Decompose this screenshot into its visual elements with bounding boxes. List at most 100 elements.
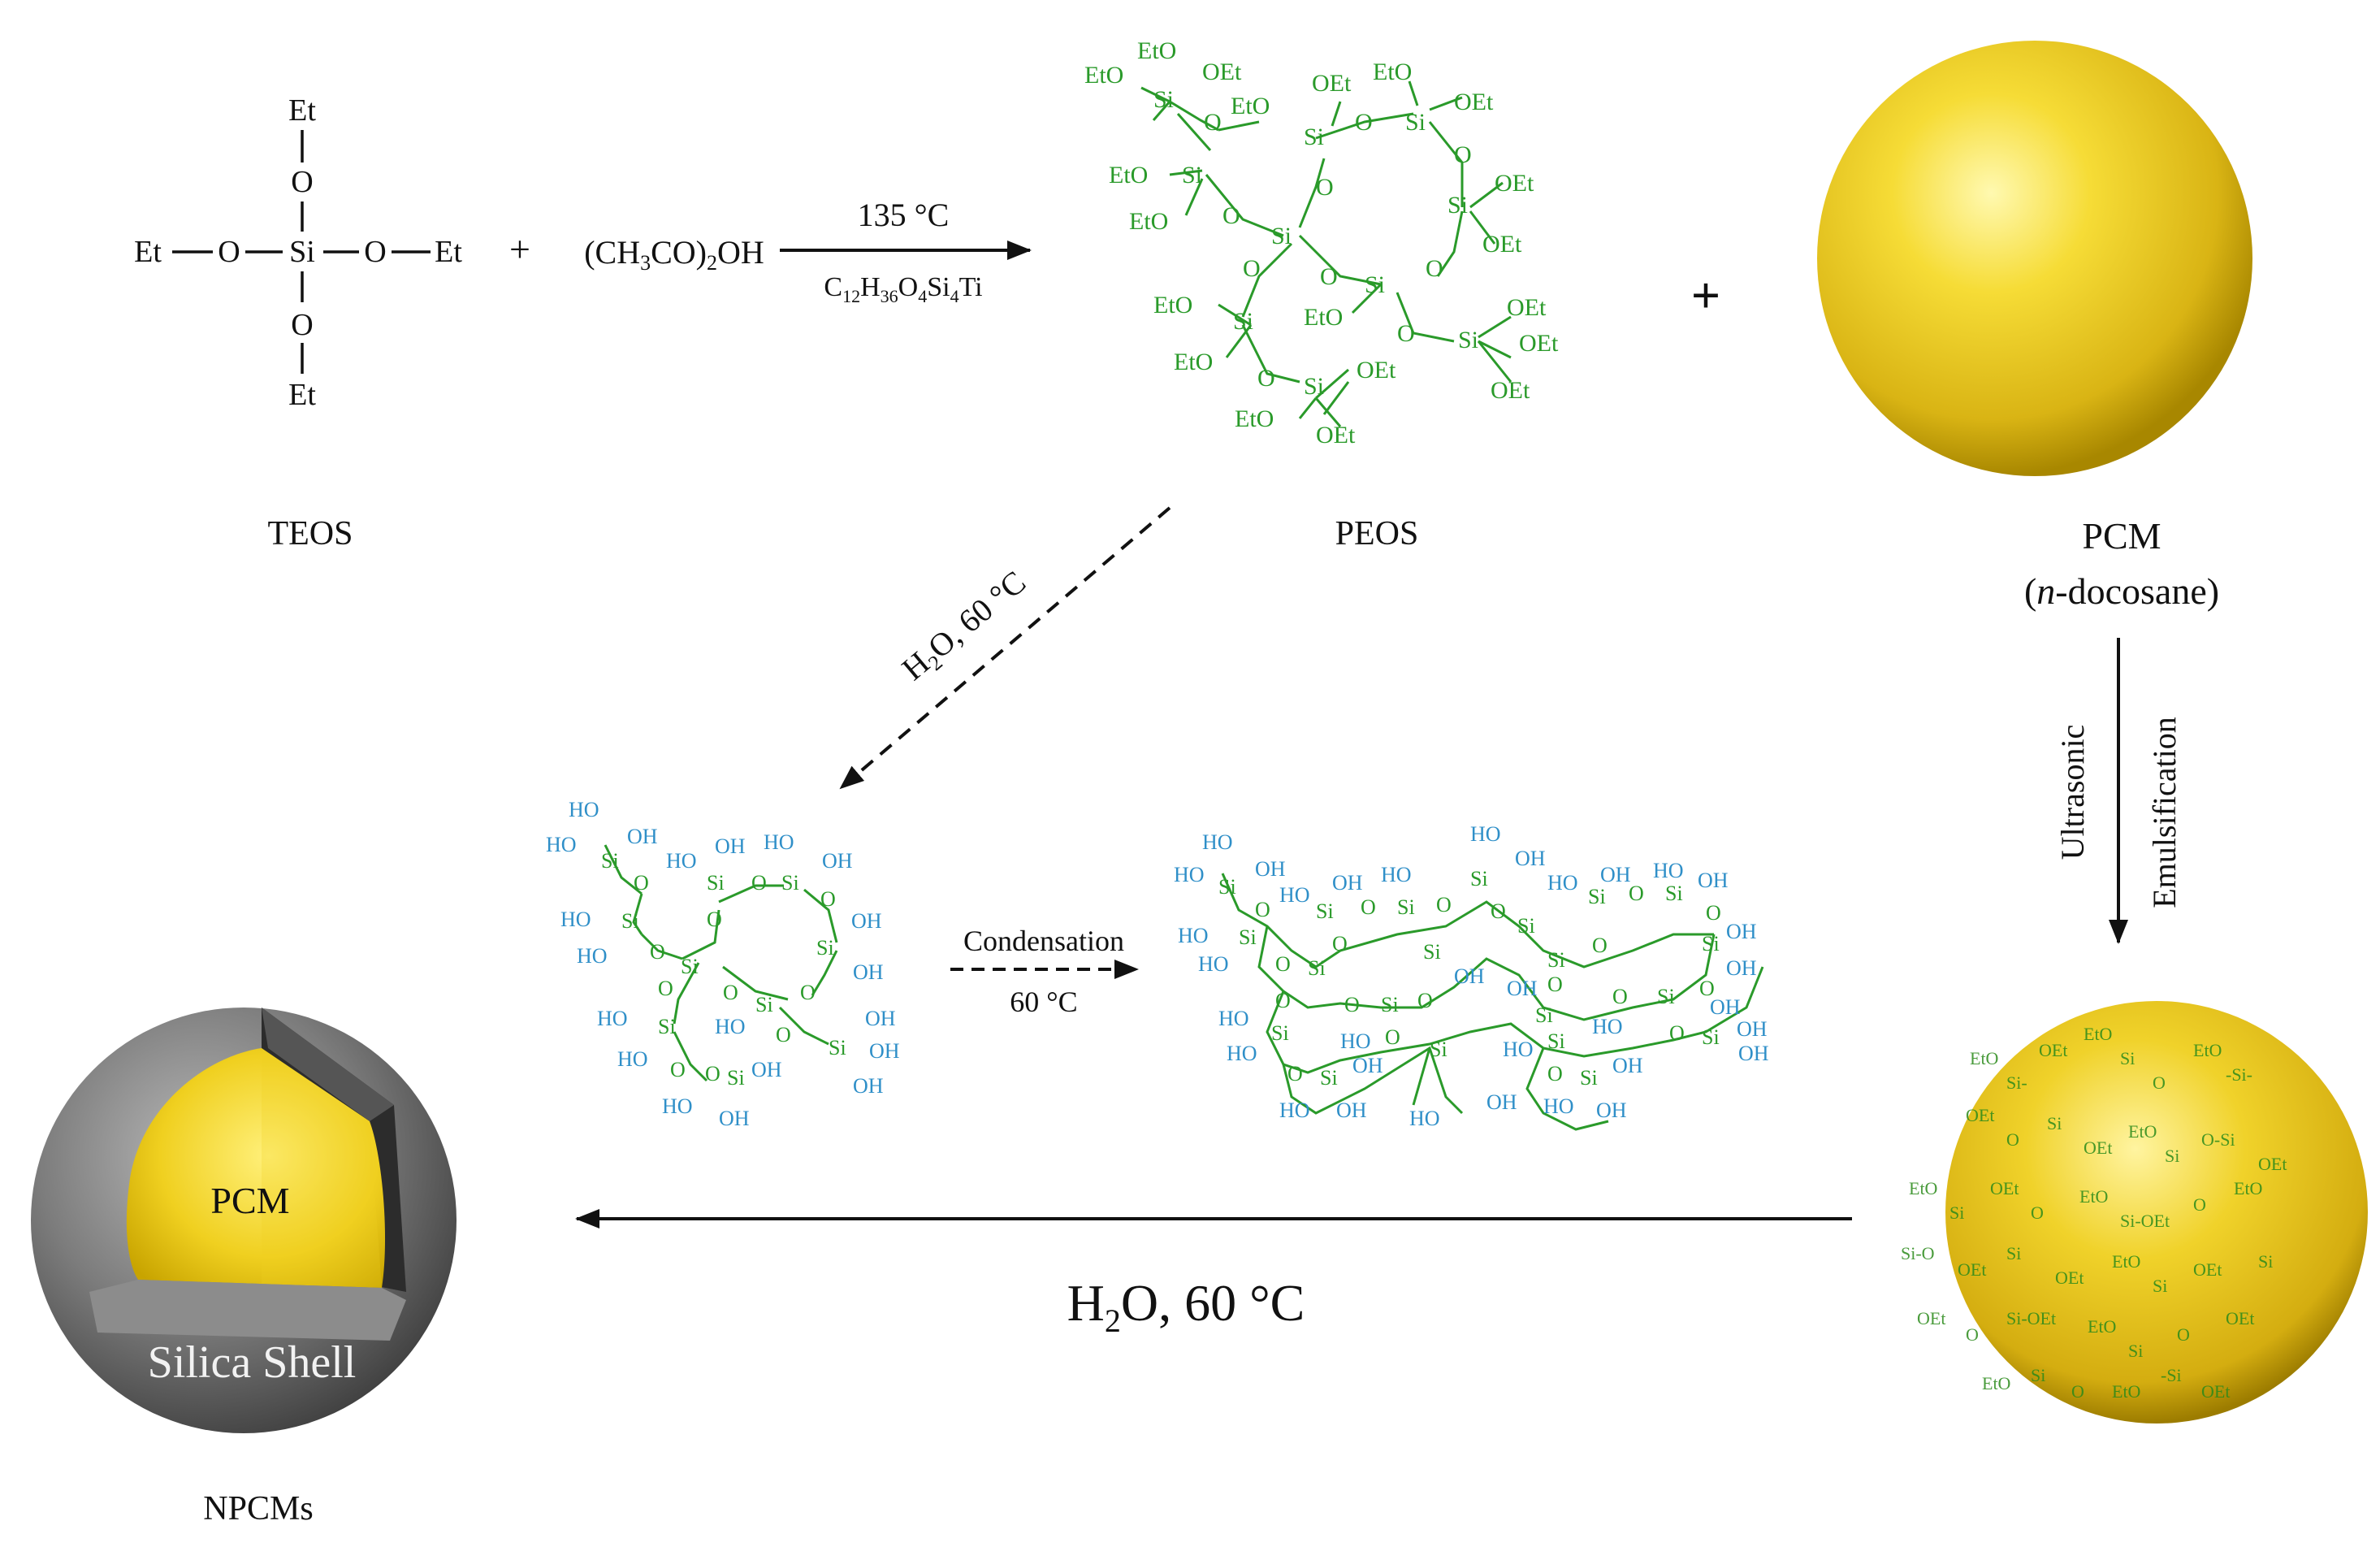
- svg-text:OH: OH: [1352, 1054, 1383, 1077]
- svg-text:OEt: OEt: [1454, 89, 1494, 115]
- svg-text:Si: Si: [1702, 932, 1720, 956]
- teos-si: Si: [289, 235, 315, 269]
- svg-text:EtO: EtO: [1909, 1178, 1937, 1198]
- svg-text:Si-O: Si-O: [1901, 1243, 1935, 1263]
- teos-label: TEOS: [268, 515, 353, 552]
- svg-text:OH: OH: [719, 1107, 750, 1130]
- svg-text:Si: Si: [1153, 86, 1174, 113]
- svg-text:OH: OH: [822, 849, 853, 873]
- svg-text:Si: Si: [1397, 895, 1415, 919]
- svg-text:OEt: OEt: [1507, 294, 1547, 321]
- svg-text:O: O: [650, 940, 665, 964]
- svg-text:OH: OH: [851, 909, 882, 933]
- svg-text:O: O: [634, 871, 649, 895]
- svg-text:OH: OH: [1332, 871, 1363, 895]
- svg-text:HO: HO: [1381, 863, 1412, 886]
- svg-text:HO: HO: [1227, 1042, 1257, 1065]
- svg-text:HO: HO: [1218, 1007, 1249, 1030]
- svg-text:Si: Si: [1271, 1021, 1289, 1045]
- svg-text:O: O: [1629, 882, 1644, 905]
- svg-text:HO: HO: [1279, 1098, 1310, 1122]
- svg-text:O: O: [1361, 895, 1376, 919]
- svg-text:Si: Si: [2258, 1251, 2273, 1272]
- svg-text:Si: Si: [707, 871, 725, 895]
- svg-text:EtO: EtO: [1982, 1373, 2010, 1393]
- svg-text:Si: Si: [1517, 914, 1535, 938]
- svg-text:HO: HO: [1543, 1094, 1574, 1118]
- svg-text:OEt: OEt: [2084, 1138, 2112, 1158]
- svg-text:Si-: Si-: [2006, 1072, 2027, 1093]
- svg-text:Si: Si: [1447, 192, 1468, 219]
- svg-text:O: O: [1436, 893, 1452, 916]
- svg-text:O: O: [1547, 973, 1563, 996]
- svg-text:O: O: [2071, 1381, 2084, 1402]
- svg-text:-Si-: -Si-: [2226, 1064, 2252, 1085]
- catalyst-formula: C12H36O4Si4Ti: [824, 272, 982, 306]
- svg-text:HO: HO: [1202, 830, 1233, 854]
- svg-text:Si: Si: [1535, 1003, 1553, 1027]
- svg-text:OEt: OEt: [2258, 1154, 2287, 1174]
- svg-text:EtO: EtO: [2128, 1121, 2157, 1142]
- svg-text:OH: OH: [1726, 956, 1757, 980]
- svg-text:O: O: [1275, 989, 1291, 1012]
- svg-text:Si: Si: [1233, 308, 1253, 335]
- svg-text:Si: Si: [755, 993, 773, 1016]
- svg-text:EtO: EtO: [2234, 1178, 2262, 1198]
- svg-text:O: O: [1287, 1062, 1303, 1086]
- teos-o-bottom: O: [291, 308, 313, 342]
- svg-text:Si: Si: [1580, 1066, 1598, 1090]
- hydrolysis-label: H2O, 60 °C: [895, 563, 1036, 690]
- pcm-sphere: [1817, 41, 2252, 476]
- svg-text:O: O: [1316, 174, 1334, 201]
- svg-text:Si: Si: [2153, 1276, 2167, 1296]
- svg-text:HO: HO: [1547, 871, 1578, 895]
- svg-text:OEt: OEt: [1495, 170, 1534, 197]
- svg-text:OEt: OEt: [1917, 1308, 1945, 1328]
- svg-text:Si: Si: [1381, 993, 1399, 1016]
- svg-text:Si: Si: [816, 936, 834, 960]
- svg-text:OH: OH: [1255, 857, 1286, 881]
- svg-text:O: O: [1669, 1021, 1685, 1045]
- svg-text:EtO: EtO: [2088, 1316, 2116, 1337]
- teos-o-right: O: [364, 235, 386, 269]
- svg-text:OH: OH: [1698, 869, 1729, 892]
- svg-text:OH: OH: [1336, 1098, 1367, 1122]
- svg-text:O: O: [1397, 320, 1415, 347]
- svg-text:OEt: OEt: [1316, 422, 1356, 448]
- svg-text:O: O: [1592, 934, 1608, 957]
- svg-text:Si: Si: [1365, 271, 1385, 298]
- peos-label: PEOS: [1335, 515, 1419, 552]
- svg-text:HO: HO: [617, 1047, 648, 1071]
- svg-text:Si: Si: [1702, 1025, 1720, 1049]
- svg-text:OH: OH: [627, 825, 658, 848]
- svg-text:OH: OH: [1600, 863, 1631, 886]
- svg-text:O: O: [1255, 898, 1270, 921]
- svg-text:Si: Si: [727, 1066, 745, 1090]
- svg-text:OEt: OEt: [1491, 377, 1530, 404]
- svg-text:Si: Si: [2006, 1243, 2021, 1263]
- svg-text:HO: HO: [1340, 1029, 1371, 1053]
- svg-text:O: O: [2031, 1202, 2044, 1223]
- svg-text:O: O: [820, 887, 836, 911]
- svg-text:HO: HO: [597, 1007, 628, 1030]
- svg-text:O: O: [1966, 1324, 1979, 1345]
- ultrasonic-label: Ultrasonic: [2054, 725, 2091, 860]
- svg-text:O: O: [1243, 255, 1261, 282]
- svg-text:Si: Si: [658, 1015, 676, 1038]
- svg-text:HO: HO: [577, 944, 608, 968]
- svg-text:OH: OH: [1737, 1017, 1768, 1041]
- svg-text:OEt: OEt: [1990, 1178, 2019, 1198]
- svg-text:Si: Si: [1949, 1202, 1964, 1223]
- svg-text:Si: Si: [829, 1036, 846, 1060]
- plus-sign-1: +: [509, 228, 530, 270]
- svg-text:HO: HO: [1198, 952, 1229, 976]
- svg-text:OH: OH: [1612, 1054, 1643, 1077]
- svg-text:HO: HO: [1470, 822, 1501, 846]
- svg-text:Si: Si: [1458, 327, 1478, 353]
- svg-text:O: O: [1355, 109, 1373, 136]
- svg-text:HO: HO: [715, 1015, 746, 1038]
- svg-text:Si: Si: [1470, 867, 1488, 890]
- svg-text:Si: Si: [601, 849, 619, 873]
- silica-shell-label: Silica Shell: [148, 1337, 357, 1388]
- svg-text:OH: OH: [865, 1007, 896, 1030]
